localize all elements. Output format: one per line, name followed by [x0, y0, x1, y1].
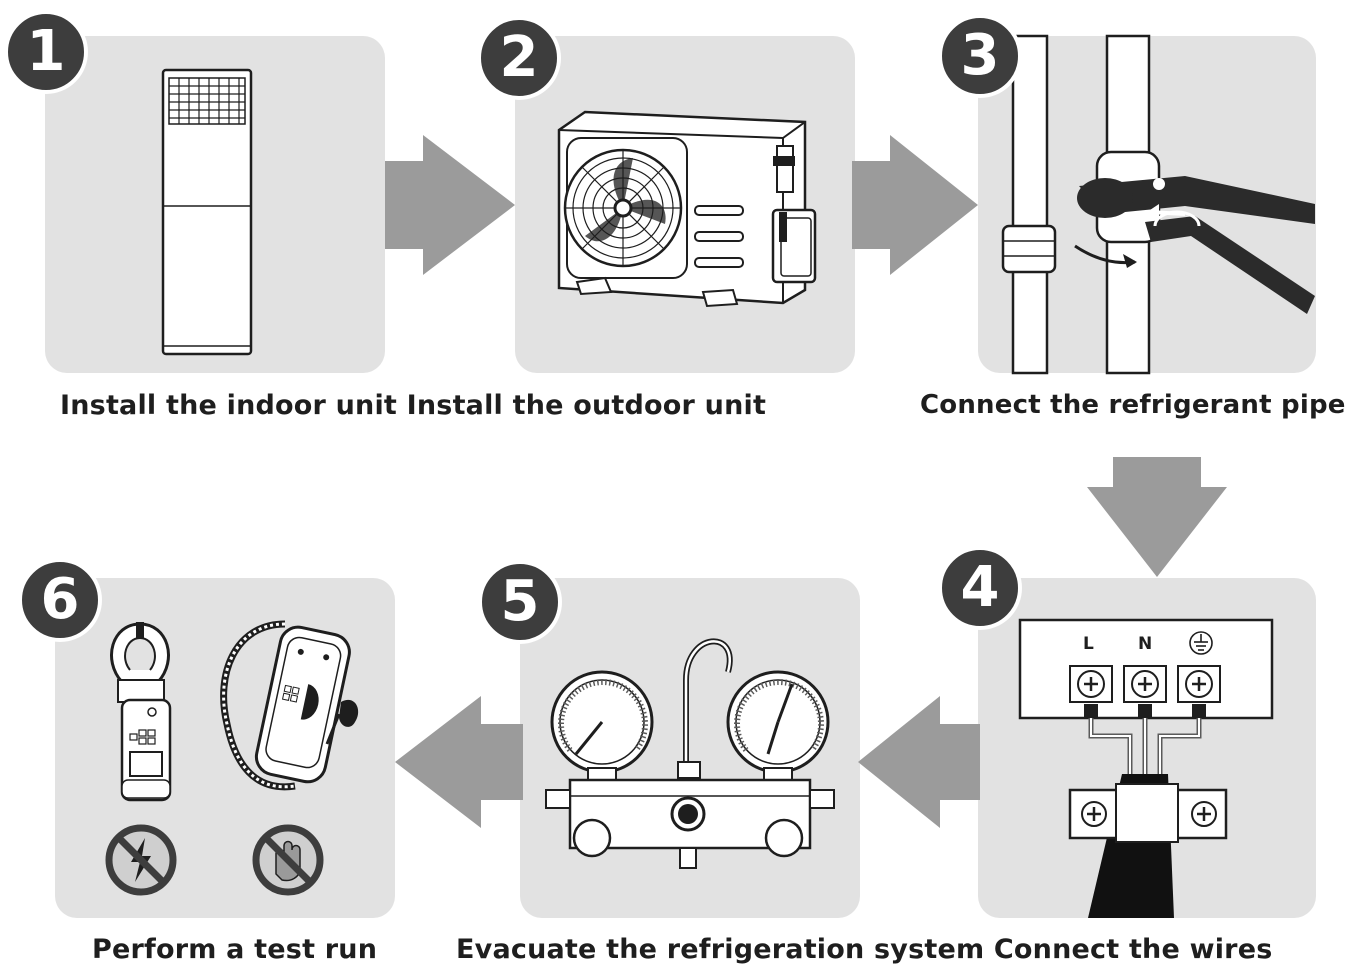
indoor-unit-icon	[161, 68, 253, 356]
leak-detector-icon	[220, 620, 359, 791]
caption-install-units: Install the indoor unit Install the outd…	[60, 390, 767, 421]
caption-test-run: Perform a test run	[92, 934, 378, 965]
caption-evacuate-wires: Evacuate the refrigeration system Connec…	[456, 934, 1273, 965]
step-number-badge: 6	[18, 558, 102, 642]
terminal-block-icon	[1018, 618, 1274, 918]
step-number-badge: 2	[477, 16, 561, 100]
caption-connect-pipes: Connect the refrigerant pipes	[920, 390, 1345, 420]
step-number-badge: 5	[478, 560, 562, 644]
outdoor-unit-icon	[557, 110, 817, 308]
arrow-left-icon	[858, 696, 980, 828]
arrow-right-icon	[385, 135, 515, 275]
arrow-left-icon	[395, 696, 523, 828]
clamp-meter-icon	[110, 622, 172, 802]
step-number-badge: 4	[938, 546, 1022, 630]
arrow-right-icon	[852, 135, 978, 275]
arrow-down-icon	[1087, 457, 1227, 577]
terminal-label-l: L	[1083, 634, 1094, 654]
step-number-badge: 3	[938, 14, 1022, 98]
ground-icon	[1189, 631, 1213, 655]
no-touch-icon	[252, 824, 324, 896]
no-electric-icon	[105, 824, 177, 896]
wrench-pipes-icon	[1001, 34, 1315, 375]
manifold-gauge-icon	[545, 638, 835, 869]
step-number-badge: 1	[4, 10, 88, 94]
terminal-label-n: N	[1138, 634, 1153, 654]
